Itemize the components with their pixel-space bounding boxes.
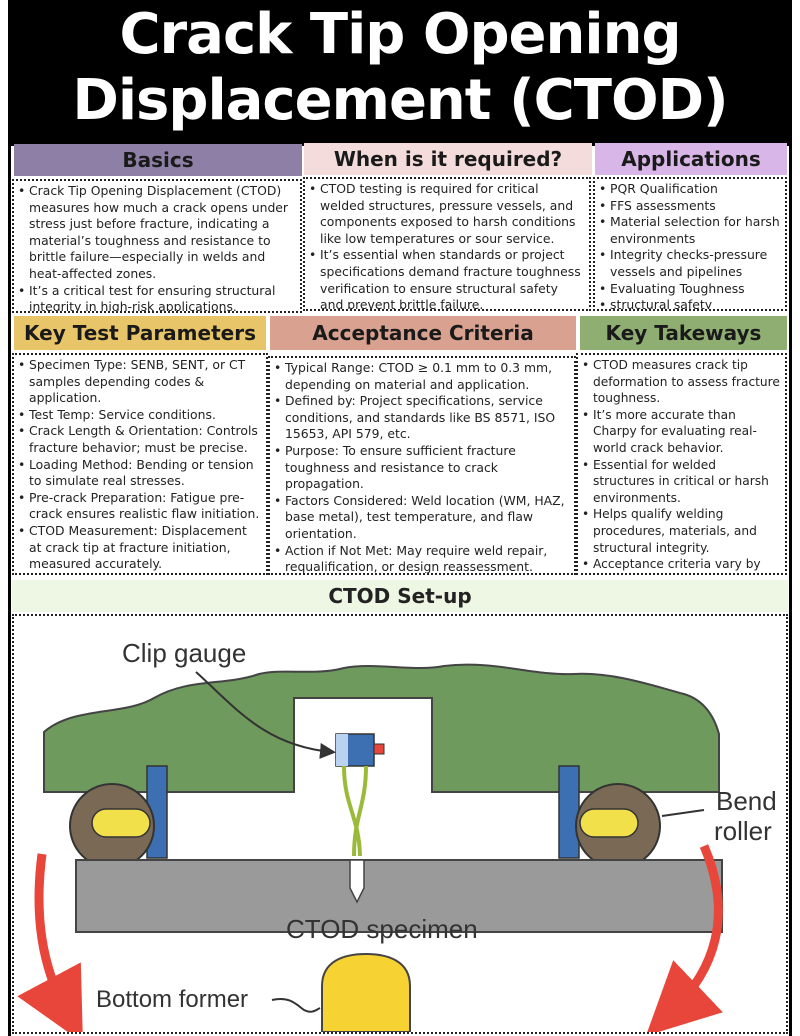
left-roller-pin <box>91 808 151 838</box>
acceptance-header: Acceptance Criteria <box>270 316 576 350</box>
list-item: It’s essential when standards or project… <box>309 247 585 309</box>
list-item: Pre-crack Preparation: Fatigue pre-crack… <box>18 490 262 523</box>
title-band <box>8 0 792 146</box>
applications-heading: Applications <box>621 147 761 171</box>
page-title-line-1: Crack Tip Opening <box>119 2 681 67</box>
bend-roller-leader <box>661 809 705 817</box>
list-item: PQR Qualification <box>599 181 781 198</box>
crack-notch <box>349 859 365 904</box>
list-item: CTOD measures crack tip deformation to a… <box>582 357 781 407</box>
list-item: Test Temp: Service conditions. <box>18 407 262 424</box>
left-bend-arrow <box>17 853 83 1032</box>
ctod-setup-drawing <box>17 663 723 1032</box>
list-item: Loading Method: Bending or tension to si… <box>18 457 262 490</box>
when-required-header: When is it required? <box>304 143 592 175</box>
applications-list: PQR Qualification FFS assessments Materi… <box>599 181 781 309</box>
right-roller-pin <box>579 808 639 838</box>
list-item: It’s a critical test for ensuring struct… <box>18 283 296 311</box>
list-item: It’s more accurate than Charpy for evalu… <box>582 407 781 457</box>
list-item: structural safety <box>599 297 781 309</box>
setup-heading: CTOD Set-up <box>328 584 472 608</box>
when-required-heading: When is it required? <box>333 147 563 171</box>
basics-list: Crack Tip Opening Displacement (CTOD) me… <box>18 183 296 311</box>
basics-header: Basics <box>14 144 302 176</box>
list-item: Factors Considered: Weld location (WM, H… <box>274 493 570 543</box>
when-required-list: CTOD testing is required for critical we… <box>309 181 585 309</box>
list-item: Specimen Type: SENB, SENT, or CT samples… <box>18 357 262 407</box>
applications-box: PQR Qualification FFS assessments Materi… <box>593 177 787 311</box>
takeaways-header: Key Takeways <box>580 316 787 350</box>
list-item: Crack Length & Orientation: Controls fra… <box>18 423 262 456</box>
key-params-header: Key Test Parameters <box>14 316 266 350</box>
list-item: Typical Range: CTOD ≥ 0.1 mm to 0.3 mm, … <box>274 360 570 393</box>
list-item: CTOD Measurement: Displacement at crack … <box>18 523 262 573</box>
clip-gauge-connector <box>373 743 385 755</box>
acceptance-heading: Acceptance Criteria <box>312 321 534 345</box>
list-item: CTOD testing is required for critical we… <box>309 181 585 247</box>
list-item: Essential for welded structures in criti… <box>582 457 781 507</box>
list-item: Action if Not Met: May require weld repa… <box>274 543 570 573</box>
bottom-former-label: Bottom former <box>96 986 249 1013</box>
takeaways-heading: Key Takeways <box>605 321 762 345</box>
page-title: Crack Tip Opening Displacement (CTOD) <box>8 2 792 134</box>
key-params-box: Specimen Type: SENB, SENT, or CT samples… <box>12 353 268 575</box>
loading-fixture <box>43 663 720 793</box>
right-bend-arrow <box>645 844 723 1032</box>
content-frame <box>8 140 792 1036</box>
list-item: Crack Tip Opening Displacement (CTOD) me… <box>18 183 296 283</box>
right-post <box>558 765 580 859</box>
list-item: Material selection for harsh environment… <box>599 214 781 247</box>
clip-gauge-face <box>336 734 348 766</box>
bend-roller-label-2: roller <box>714 816 772 846</box>
basics-box: Crack Tip Opening Displacement (CTOD) me… <box>12 179 302 313</box>
bottom-former-leader <box>271 998 321 1013</box>
page-title-line-2: Displacement (CTOD) <box>72 68 728 133</box>
key-params-heading: Key Test Parameters <box>24 321 256 345</box>
takeaways-list: CTOD measures crack tip deformation to a… <box>582 357 781 573</box>
specimen-label: CTOD specimen <box>286 914 478 944</box>
acceptance-box: Typical Range: CTOD ≥ 0.1 mm to 0.3 mm, … <box>268 356 576 575</box>
setup-header: CTOD Set-up <box>12 580 788 612</box>
list-item: FFS assessments <box>599 198 781 215</box>
takeaways-box: CTOD measures crack tip deformation to a… <box>576 353 787 575</box>
list-item: Defined by: Project specifications, serv… <box>274 393 570 443</box>
ctod-specimen <box>75 859 723 933</box>
list-item: Acceptance criteria vary by code, materi… <box>582 556 781 573</box>
when-required-box: CTOD testing is required for critical we… <box>303 177 591 311</box>
basics-heading: Basics <box>122 148 194 172</box>
ctod-setup-diagram: Clip gauge Bend roller CTOD specimen Bot… <box>12 614 788 1034</box>
list-item: Helps qualify welding procedures, materi… <box>582 506 781 556</box>
applications-header: Applications <box>595 143 787 175</box>
acceptance-list: Typical Range: CTOD ≥ 0.1 mm to 0.3 mm, … <box>274 360 570 573</box>
bottom-former <box>321 952 411 1032</box>
clip-gauge-leader <box>195 671 336 759</box>
list-item: Integrity checks-pressure vessels and pi… <box>599 247 781 280</box>
list-item: Evaluating Toughness <box>599 281 781 298</box>
bend-roller-label-1: Bend <box>716 786 777 816</box>
clip-gauge-arms <box>342 765 368 857</box>
list-item: Purpose: To ensure sufficient fracture t… <box>274 443 570 493</box>
clip-gauge-label: Clip gauge <box>122 638 247 668</box>
key-params-list: Specimen Type: SENB, SENT, or CT samples… <box>18 357 262 573</box>
